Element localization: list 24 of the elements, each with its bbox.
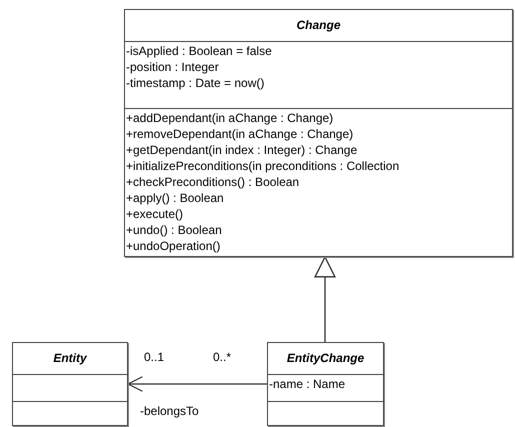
- edge-label: -belongsTo: [140, 404, 199, 418]
- class-box: [267, 342, 384, 426]
- operation-text: +initializePreconditions(in preconditions : Collection: [126, 158, 400, 174]
- operation-text: +checkPreconditions() : Boolean: [126, 174, 300, 190]
- class-name: Change: [296, 17, 340, 33]
- attribute-text: -position : Integer: [126, 59, 219, 75]
- multiplicity-label: 0..*: [213, 350, 232, 364]
- operation-text: +execute(): [126, 206, 184, 222]
- operation-text: +apply() : Boolean: [126, 190, 224, 206]
- attribute-text: -name : Name: [269, 376, 346, 392]
- class-name: Entity: [53, 350, 87, 366]
- generalization-arrow: [314, 256, 336, 342]
- operation-text: +removeDependant(in aChange : Change): [126, 126, 354, 142]
- class-box: [12, 342, 128, 426]
- operation-text: +addDependant(in aChange : Change): [126, 110, 334, 126]
- attribute-text: -isApplied : Boolean = false: [126, 43, 272, 59]
- operation-text: +undoOperation(): [126, 238, 220, 254]
- multiplicity-label: 0..1: [144, 350, 164, 364]
- attribute-text: -timestamp : Date = now(): [126, 75, 264, 91]
- association-arrow: [127, 376, 267, 392]
- class-name: EntityChange: [286, 350, 364, 366]
- operation-text: +getDependant(in index : Integer) : Change: [126, 142, 358, 158]
- operation-text: +undo() : Boolean: [126, 222, 222, 238]
- class-box: [124, 9, 513, 257]
